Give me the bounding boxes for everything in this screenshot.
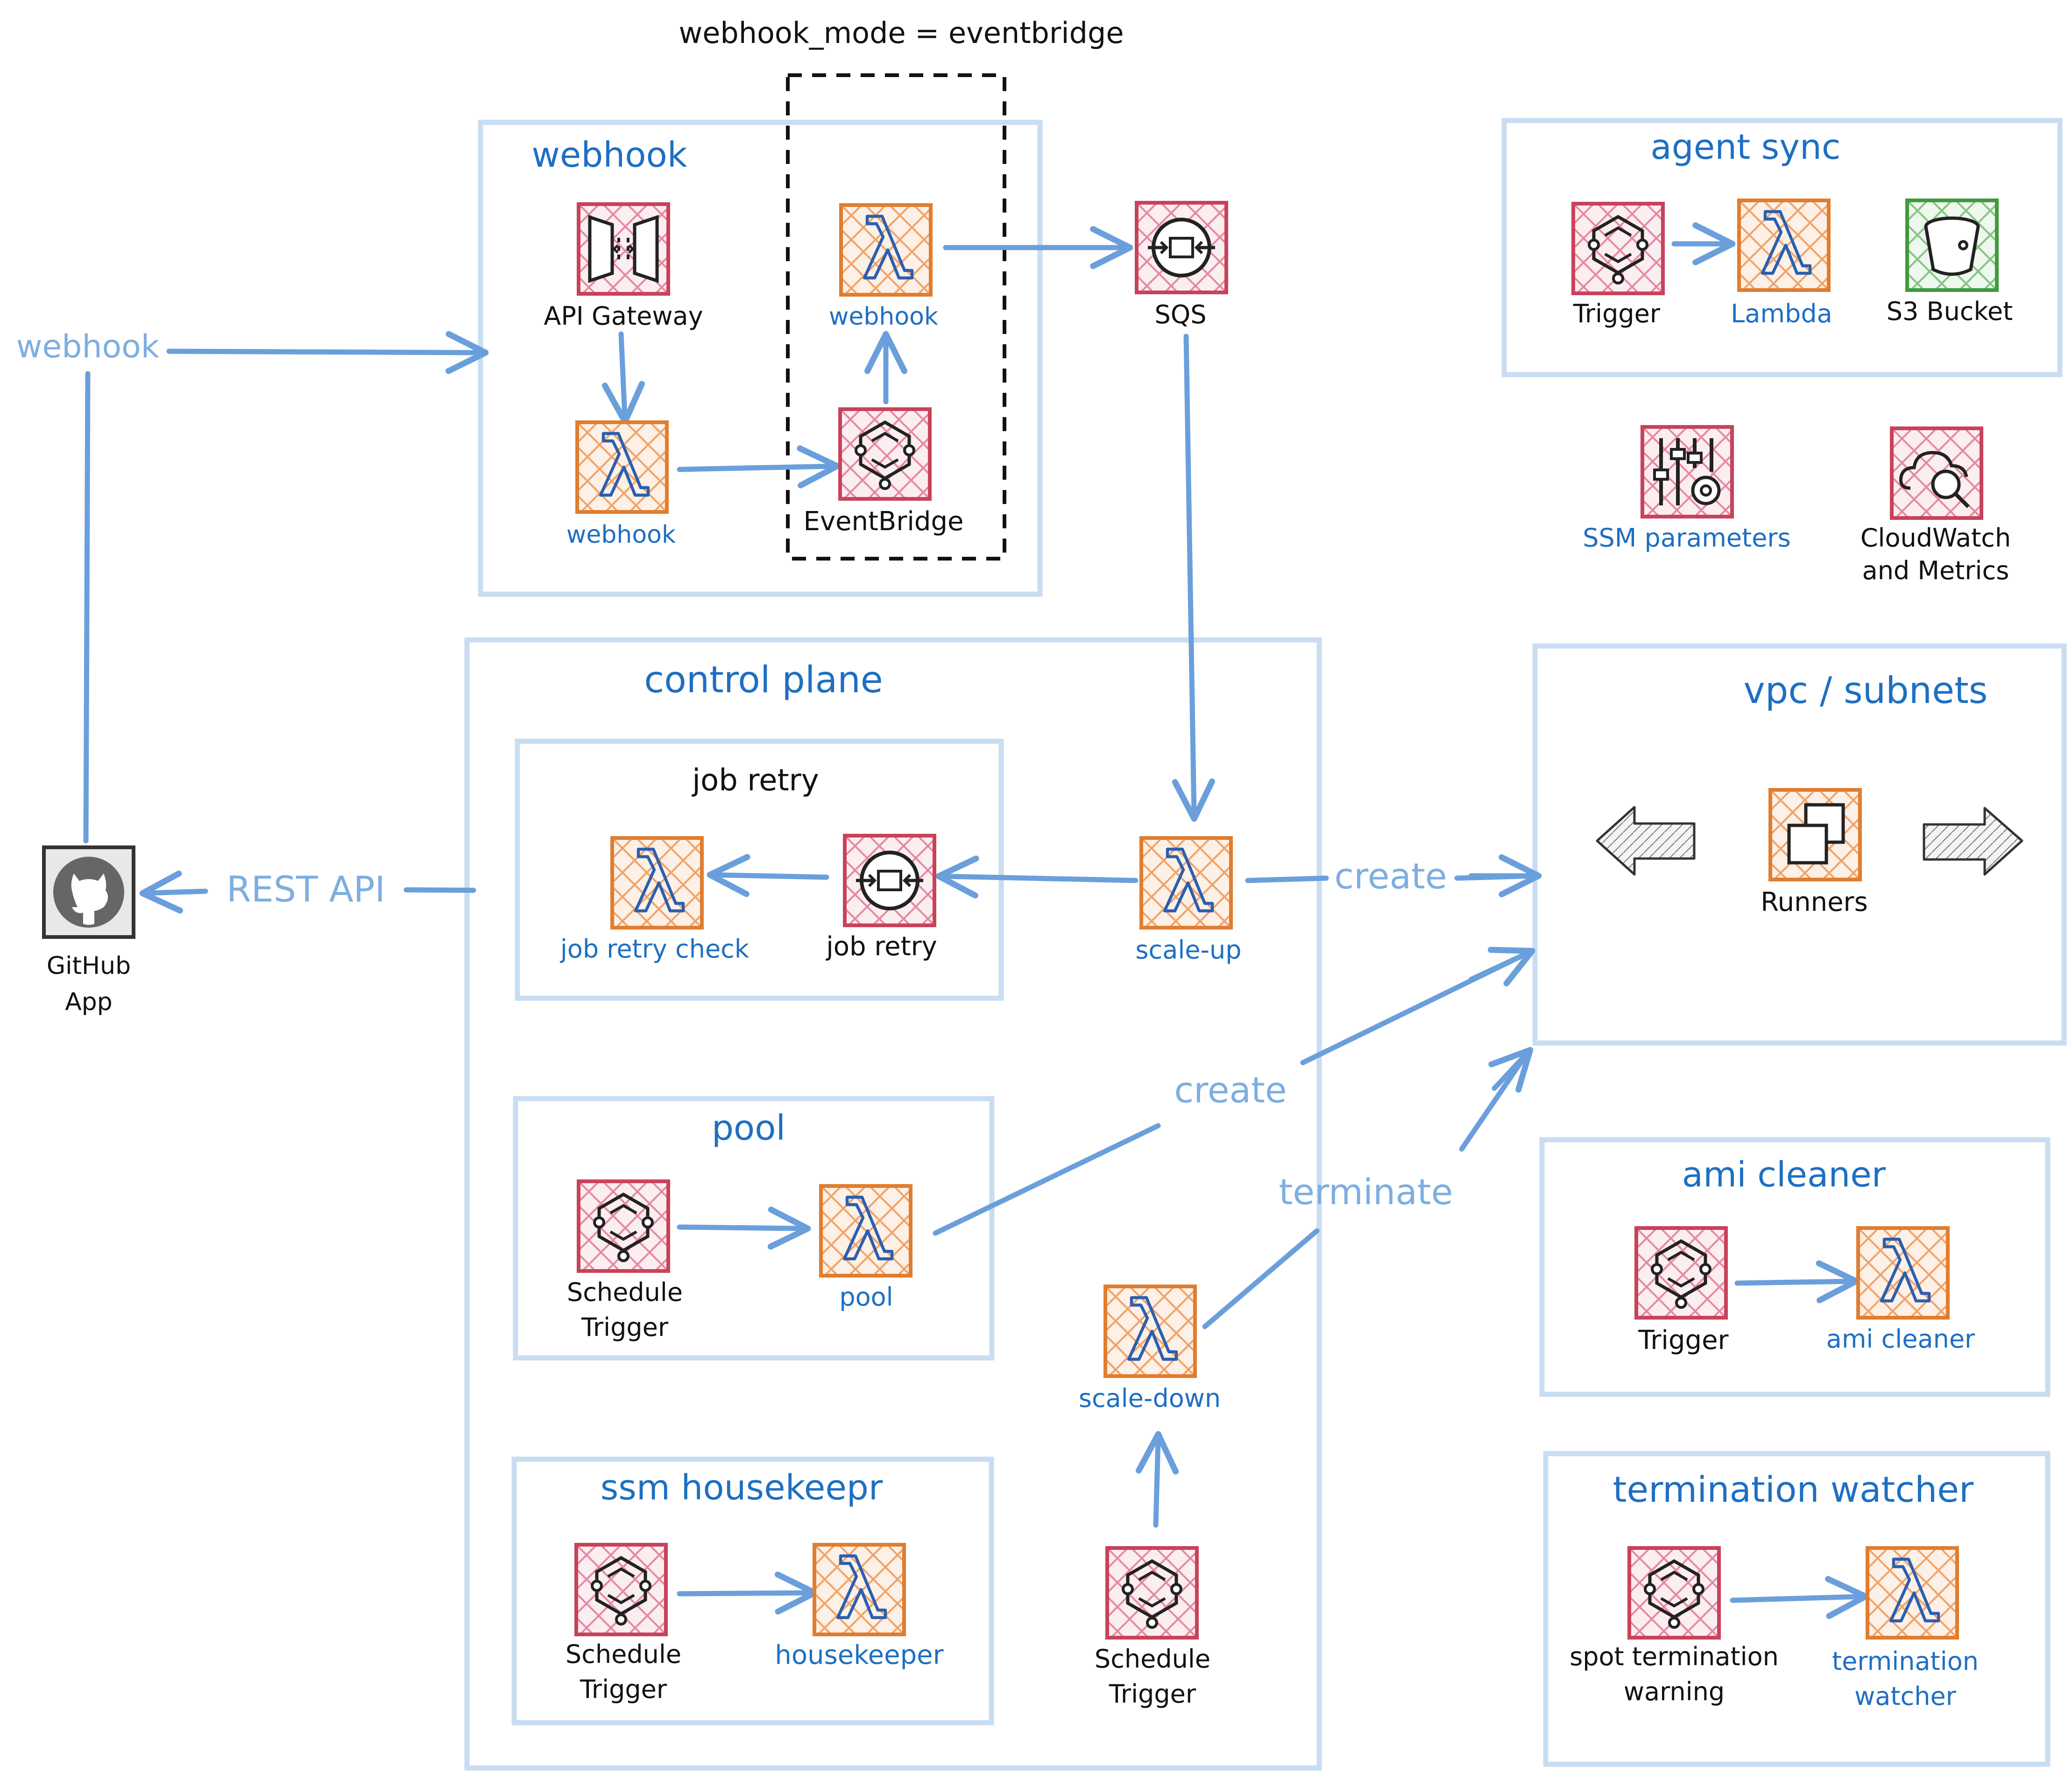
s3-bucket-icon	[1907, 200, 1997, 290]
job-retry-queue-label: job retry	[825, 931, 937, 962]
sqs-label: SQS	[1154, 300, 1206, 329]
external-webhook-label: webhook	[16, 328, 160, 365]
pool-group-frame	[513, 1096, 995, 1361]
job-retry-group-frame	[515, 738, 1004, 1001]
ssm-parameters-label: SSM parameters	[1583, 523, 1791, 553]
agent-sync-title: agent sync	[1650, 127, 1840, 167]
spot-termination-label-2: warning	[1624, 1677, 1725, 1706]
create-label-scale-up: create	[1334, 855, 1447, 897]
ssm-housekeepr-group-frame	[511, 1456, 994, 1725]
github-app-label-2: App	[65, 988, 113, 1016]
control-plane-title: control plane	[644, 659, 883, 701]
scale-down-trigger-label-1: Schedule	[1095, 1644, 1210, 1674]
job-retry-check-lambda-icon	[612, 838, 702, 928]
edge-ami-trigger-to-lambda	[1734, 1260, 1860, 1304]
agent-sync-lambda-icon	[1739, 200, 1829, 290]
runners-label: Runners	[1761, 887, 1868, 917]
github-app-label-1: GitHub	[47, 952, 131, 980]
ssm-housekeepr-title: ssm housekeepr	[601, 1468, 883, 1508]
eventbridge-webhook-lambda-icon	[841, 205, 931, 295]
termination-watcher-title: termination watcher	[1613, 1469, 1974, 1510]
edge-webhook-to-apigw	[166, 331, 489, 374]
scale-down-trigger-label-2: Trigger	[1109, 1679, 1196, 1709]
scale-down-trigger-icon	[1107, 1548, 1197, 1638]
edge-apigw-to-lambda	[601, 331, 645, 425]
job-retry-check-label: job retry check	[560, 934, 750, 964]
edges	[83, 222, 1869, 1619]
ami-cleaner-group-frame	[1539, 1137, 2051, 1397]
ami-cleaner-lambda-icon	[1858, 1228, 1948, 1318]
ssm-trigger-icon	[576, 1545, 666, 1634]
eventbridge-webhook-lambda-label: webhook	[829, 303, 938, 331]
api-gateway-icon	[579, 204, 668, 294]
scale-down-label: scale-down	[1079, 1384, 1221, 1413]
spot-termination-trigger-icon	[1629, 1548, 1719, 1638]
job-retry-queue-icon	[845, 836, 934, 925]
s3-bucket-label: S3 Bucket	[1887, 297, 2013, 326]
ami-trigger-icon	[1636, 1228, 1726, 1318]
cloudwatch-label-1: CloudWatch	[1860, 523, 2011, 553]
edge-sqs-to-scaleup	[1172, 334, 1215, 822]
eventbridge-mode-frame	[786, 73, 1006, 561]
agent-sync-trigger-label: Trigger	[1573, 299, 1661, 328]
edge-ssm-trigger-to-housekeeper	[677, 1571, 818, 1615]
webhook-lambda-icon	[577, 422, 667, 512]
api-gateway-label: API Gateway	[544, 301, 703, 331]
webhook-lambda-label: webhook	[566, 521, 676, 549]
termination-watcher-label-2: watcher	[1854, 1682, 1957, 1711]
scale-up-label: scale-up	[1135, 935, 1241, 965]
subnet-left-arrow	[1596, 806, 1696, 876]
termination-watcher-group-frame	[1543, 1451, 2051, 1767]
edge-github-up	[83, 371, 91, 844]
agent-sync-trigger-icon	[1573, 204, 1663, 293]
ami-cleaner-title: ami cleaner	[1682, 1155, 1886, 1195]
vpc-group-frame	[1532, 643, 2067, 1046]
edge-spot-trigger-to-watcher	[1730, 1576, 1869, 1619]
top-label: webhook_mode = eventbridge	[679, 16, 1124, 50]
subnet-right-arrow	[1923, 807, 2023, 876]
housekeeper-label: housekeeper	[775, 1640, 944, 1670]
pool-trigger-label-2: Trigger	[581, 1313, 669, 1342]
eventbridge-label: EventBridge	[804, 506, 964, 537]
housekeeper-lambda-icon	[814, 1545, 904, 1634]
terminate-label: terminate	[1279, 1171, 1453, 1213]
cloudwatch-label-2: and Metrics	[1862, 556, 2009, 585]
ssm-parameters-icon	[1642, 427, 1732, 517]
pool-trigger-icon	[579, 1181, 668, 1271]
pool-lambda-label: pool	[839, 1282, 893, 1312]
ami-cleaner-lambda-label: ami cleaner	[1826, 1324, 1975, 1354]
edge-lambda-to-eventbridge	[677, 445, 841, 489]
sqs-icon	[1137, 203, 1226, 292]
edge-jobretry-to-check	[707, 854, 829, 897]
ami-trigger-label: Trigger	[1638, 1325, 1729, 1356]
termination-watcher-lambda-icon	[1867, 1548, 1957, 1638]
rest-api-label: REST API	[226, 868, 385, 910]
runners-icon	[1770, 790, 1860, 880]
ssm-trigger-label-2: Trigger	[580, 1675, 667, 1704]
scale-up-lambda-icon	[1141, 838, 1231, 928]
agent-sync-lambda-label: Lambda	[1731, 299, 1832, 328]
edge-pool-trigger-to-pool	[677, 1207, 811, 1250]
pool-trigger-label-1: Schedule	[567, 1278, 683, 1307]
termination-watcher-label-1: termination	[1832, 1647, 1979, 1676]
scale-down-lambda-icon	[1105, 1286, 1195, 1376]
agent-sync-group-frame	[1501, 118, 2063, 377]
cloudwatch-icon	[1892, 428, 1981, 518]
create-label-pool: create	[1174, 1069, 1287, 1111]
pool-lambda-icon	[821, 1186, 911, 1276]
control-plane-group-frame	[464, 637, 1322, 1771]
edge-scaledown-trigger-up	[1136, 1431, 1179, 1528]
eventbridge-icon	[840, 409, 930, 499]
vpc-title: vpc / subnets	[1744, 670, 1988, 712]
edge-rest-api-left	[139, 870, 208, 914]
edge-scaleup-to-jobretry	[935, 855, 1139, 899]
github-app-icon	[44, 847, 134, 937]
pool-title: pool	[712, 1108, 785, 1148]
ssm-trigger-label-1: Schedule	[566, 1640, 681, 1669]
spot-termination-label-1: spot termination	[1570, 1642, 1779, 1671]
job-retry-title: job retry	[691, 763, 819, 798]
webhook-group-title: webhook	[531, 135, 687, 175]
